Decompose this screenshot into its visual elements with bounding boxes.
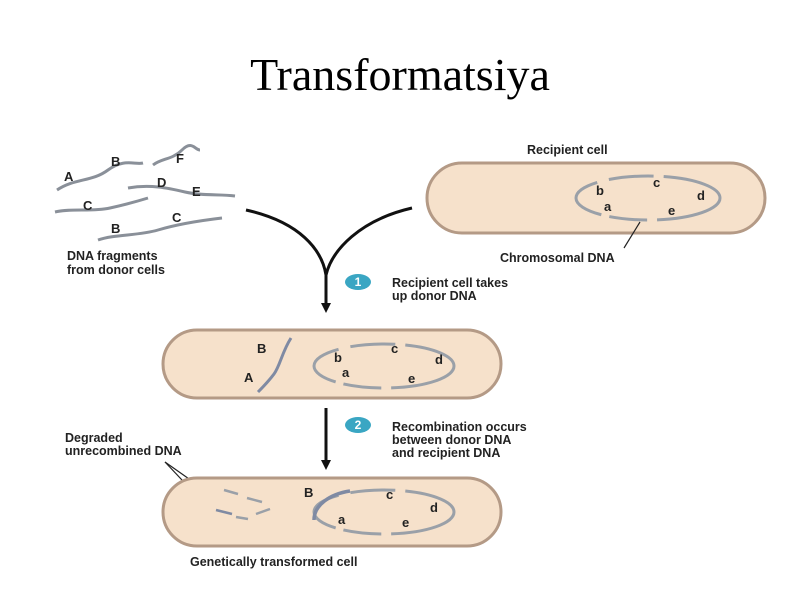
donor-gene-label: A xyxy=(244,370,254,385)
donor-fragment xyxy=(97,216,223,242)
degraded-fragment xyxy=(246,496,263,504)
step-1: 1 Recipient cell takes up donor DNA xyxy=(345,274,508,303)
gene-label: e xyxy=(408,371,415,386)
recipient-cell: Recipient cell b c d a e Chromosomal DNA xyxy=(425,143,767,265)
chromosome-label: Chromosomal DNA xyxy=(500,251,615,265)
step-text: and recipient DNA xyxy=(392,446,500,460)
donor-fragment xyxy=(127,184,236,198)
degraded-fragment xyxy=(215,508,233,516)
gene-label: B xyxy=(304,485,313,500)
recombined-segment xyxy=(312,489,351,521)
donor-fragment xyxy=(54,196,149,214)
donor-fragment xyxy=(56,161,144,192)
fragment-label: B xyxy=(111,221,120,236)
donor-fragments: A B F C D E B C DNA fragments from donor… xyxy=(54,144,236,277)
chromosome-pointer xyxy=(623,221,641,249)
step-number: 1 xyxy=(355,275,362,289)
gene-label: a xyxy=(342,365,350,380)
converging-arrow xyxy=(245,206,413,313)
fragment-label: B xyxy=(111,154,120,169)
step-text: up donor DNA xyxy=(392,289,477,303)
final-caption: Genetically transformed cell xyxy=(190,555,357,569)
page-title: Transformatsiya xyxy=(250,49,550,100)
gene-label: e xyxy=(668,203,675,218)
degraded-fragment xyxy=(223,488,239,496)
degraded-label: unrecombined DNA xyxy=(65,444,182,458)
degraded-fragment xyxy=(255,507,271,516)
gene-label: a xyxy=(338,512,346,527)
fragment-label: F xyxy=(176,151,184,166)
fragment-label: D xyxy=(157,175,166,190)
gene-label: d xyxy=(430,500,438,515)
donor-caption: from donor cells xyxy=(67,263,165,277)
fragment-label: C xyxy=(172,210,182,225)
gene-label: d xyxy=(697,188,705,203)
step-number: 2 xyxy=(355,418,362,432)
step-text: between donor DNA xyxy=(392,433,511,447)
gene-label: e xyxy=(402,515,409,530)
step-badge xyxy=(345,274,371,290)
gene-label: c xyxy=(386,487,393,502)
gene-label: d xyxy=(435,352,443,367)
step-text: Recombination occurs xyxy=(392,420,527,434)
degraded-label: Degraded xyxy=(65,431,123,445)
gene-label: b xyxy=(596,183,604,198)
gene-label: a xyxy=(604,199,612,214)
gene-label: b xyxy=(334,350,342,365)
fragment-label: E xyxy=(192,184,201,199)
donor-caption: DNA fragments xyxy=(67,249,158,263)
step-2: 2 Recombination occurs between donor DNA… xyxy=(345,417,527,460)
step-badge xyxy=(345,417,371,433)
degraded-fragment xyxy=(235,515,249,521)
gene-label: c xyxy=(391,341,398,356)
fragment-label: A xyxy=(64,169,74,184)
step-text: Recipient cell takes xyxy=(392,276,508,290)
recipient-cell-title: Recipient cell xyxy=(527,143,608,157)
donor-gene-label: B xyxy=(257,341,266,356)
final-cell: B c d a e Genetically transformed cell xyxy=(161,476,503,569)
donor-fragment-inside xyxy=(256,337,293,394)
middle-cell: B A b c d a e xyxy=(161,328,503,400)
fragment-label: C xyxy=(83,198,93,213)
gene-label: c xyxy=(653,175,660,190)
donor-fragment xyxy=(152,144,201,167)
